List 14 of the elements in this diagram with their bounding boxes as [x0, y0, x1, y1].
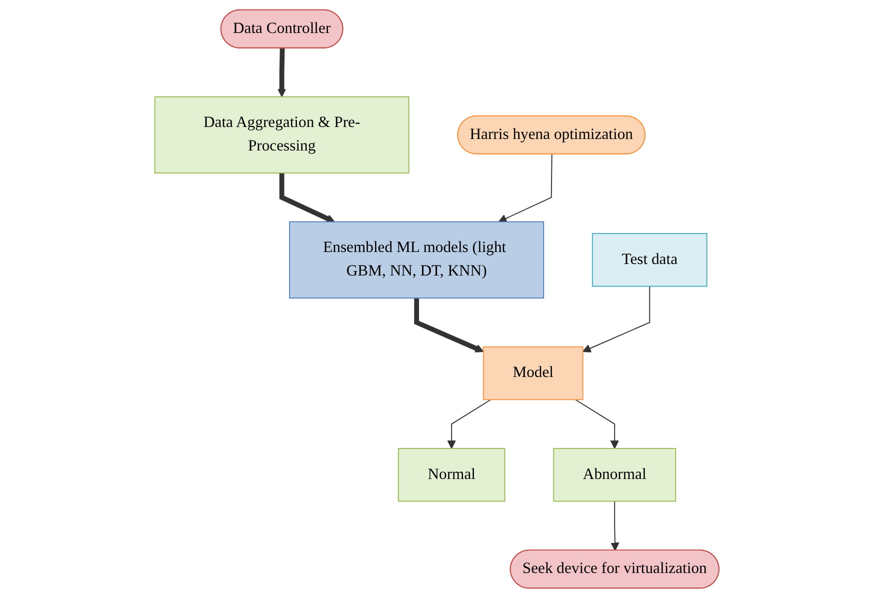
node-box: Test data [592, 233, 708, 287]
node-box: Normal [398, 448, 506, 502]
node-box: Ensembled ML models (light GBM, NN, DT, KNN) [289, 221, 544, 298]
arrow [280, 172, 335, 222]
arrow [575, 399, 620, 449]
arrow [498, 154, 552, 222]
arrow [582, 286, 650, 352]
arrow [414, 298, 484, 352]
node-box: Model [483, 346, 584, 400]
arrow [447, 399, 492, 449]
arrow [278, 48, 286, 98]
node-box: Data Aggregation & Pre-Processing [154, 96, 410, 174]
node-box: Abnormal [553, 448, 676, 502]
arrow [610, 500, 620, 551]
